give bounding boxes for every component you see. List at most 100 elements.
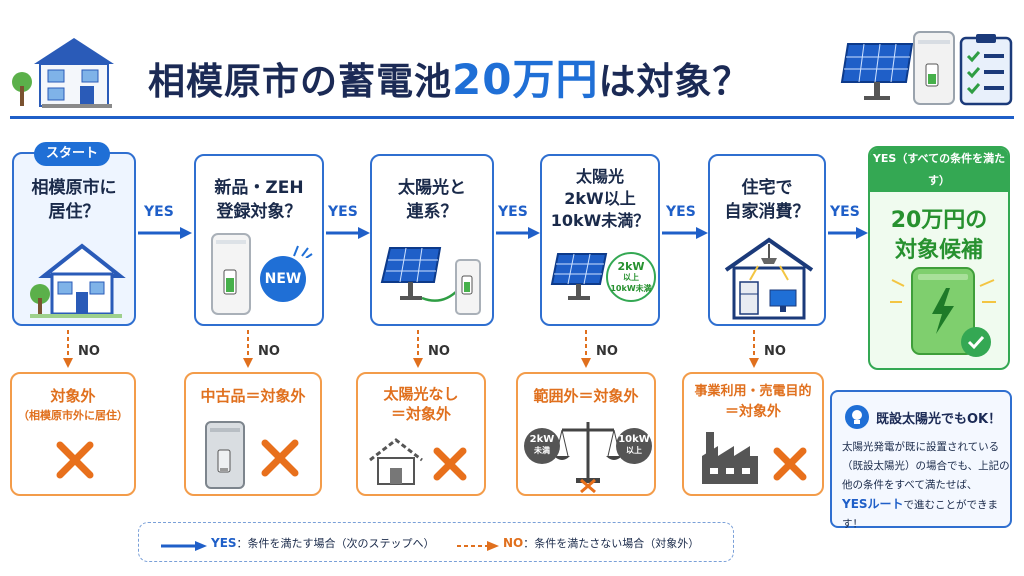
step-title-line2: 登録対象？	[216, 202, 302, 222]
solar-battery-icon	[378, 240, 490, 322]
note-line4-rest: で進むことができます！	[842, 499, 999, 530]
yes-label: YES	[830, 204, 860, 220]
cross-icon	[260, 438, 300, 478]
step-title: 太陽光 2kW以上 10kW未満？	[542, 166, 658, 232]
legend-yes-key: YES	[211, 536, 237, 550]
note-body: 太陽光発電が既に設置されている （既設太陽光）の場合でも、上記の 他の条件をすべ…	[842, 438, 1010, 534]
battery-unit-header-icon	[912, 30, 956, 106]
no-arrow-5: NO	[748, 330, 808, 370]
step-title-line1: 住宅で	[741, 178, 793, 198]
yes-label: YES	[498, 204, 528, 220]
range-max: 10kW未満	[610, 284, 652, 293]
step-card-self-consumption: 住宅で 自家消費？	[708, 154, 826, 326]
scale-left-value: 2kW	[529, 434, 555, 445]
step-title-line2: 自家消費？	[724, 202, 810, 222]
checklist-header-icon	[958, 32, 1014, 106]
final-title-line2: 対象候補	[894, 238, 983, 263]
scale-right-suffix: 以上	[626, 446, 642, 455]
charged-battery-icon	[884, 258, 1002, 362]
scale-left-label: 2kW 未満	[524, 428, 560, 464]
note-line4: YESルートで進むことができます！	[842, 495, 1010, 534]
step-card-residence: 相模原市に 居住？	[12, 152, 136, 326]
no-arrow-2: NO	[242, 330, 302, 370]
solar-panel-icon	[548, 252, 610, 302]
note-line1: 太陽光発電が既に設置されている	[842, 441, 1000, 453]
outcome-card-used-product: 中古品＝対象外	[184, 372, 322, 496]
step-card-new-zeh: 新品・ZEH 登録対象？ NEW	[194, 154, 324, 326]
yes-label: YES	[144, 204, 174, 220]
home-appliance-icon	[720, 236, 818, 322]
step-title-line2: 2kW以上	[564, 189, 636, 208]
existing-solar-note: 既設太陽光でもOK！ 太陽光発電が既に設置されている （既設太陽光）の場合でも、…	[830, 390, 1012, 530]
battery-icon	[210, 232, 252, 316]
start-badge: スタート	[34, 142, 110, 166]
yes-arrow-5: YES	[828, 204, 868, 240]
final-result-card: YES（すべての条件を満たす） 20万円の 対象候補	[868, 146, 1010, 370]
no-label: NO	[764, 344, 786, 359]
range-min: 2kW	[617, 260, 645, 273]
legend-no-text: ：条件を満たさない場合（対象外）	[523, 537, 700, 550]
cross-icon	[772, 446, 808, 482]
step-title-line1: 太陽光と	[398, 178, 466, 198]
title-highlight: 20万円	[452, 55, 599, 104]
outcome-title: 事業利用・売電目的 ＝対象外	[684, 382, 822, 422]
yes-arrow-3: YES	[496, 204, 540, 240]
yes-arrow-2: YES	[326, 204, 370, 240]
step-title-line2: 居住？	[48, 202, 100, 222]
step-title-line1: 新品・ZEH	[214, 178, 304, 198]
page-title: 相模原市の蓄電池20万円は対象？	[148, 46, 750, 107]
sparkle-icon	[290, 242, 314, 259]
no-label: NO	[596, 344, 618, 359]
outcome-title: 中古品＝対象外	[186, 386, 320, 406]
outcome-card-outside-city: 対象外 （相模原市外に居住）	[10, 372, 136, 496]
outcome-title-line1: 中古品＝対象外	[200, 387, 306, 405]
no-arrow-1: NO	[62, 330, 122, 370]
step-card-solar-link: 太陽光と 連系？	[370, 154, 494, 326]
yes-arrow-4: YES	[662, 204, 708, 240]
title-prefix: 相模原市の蓄電池	[148, 60, 452, 103]
no-label: NO	[78, 344, 100, 359]
range-min-suffix: 以上	[623, 273, 639, 282]
outcome-title: 範囲外＝対象外	[518, 386, 654, 406]
no-label: NO	[428, 344, 450, 359]
step-card-solar-capacity: 太陽光 2kW以上 10kW未満？ 2kW 以上 10kW未満	[540, 154, 660, 326]
final-title-line1: 20万円の	[890, 208, 988, 233]
scale-right-label: 10kW 以上	[616, 428, 652, 464]
legend-yes: YES：条件を満たす場合（次のステップへ）	[211, 535, 435, 551]
yes-route-highlight: YESルート	[842, 497, 904, 511]
capacity-range-badge: 2kW 以上 10kW未満	[606, 252, 656, 302]
outcome-title: 太陽光なし ＝対象外	[358, 384, 484, 424]
legend: YES：条件を満たす場合（次のステップへ） NO：条件を満たさない場合（対象外）	[138, 522, 734, 562]
legend-yes-text: ：条件を満たす場合（次のステップへ）	[236, 537, 435, 550]
note-title: 既設太陽光でもOK！	[876, 412, 1002, 427]
step-title: 新品・ZEH 登録対象？	[196, 176, 322, 224]
legend-yes-arrow-icon	[161, 537, 207, 551]
legend-no-arrow-icon	[457, 537, 499, 551]
step-title: 住宅で 自家消費？	[710, 176, 824, 224]
final-badge: YES（すべての条件を満たす）	[870, 148, 1008, 192]
new-badge: NEW	[260, 256, 306, 302]
step-title: 相模原市に 居住？	[14, 176, 134, 224]
yes-label: YES	[666, 204, 696, 220]
outcome-title-line2: （相模原市外に居住）	[18, 409, 128, 422]
outcome-title-line1: 対象外	[50, 387, 96, 405]
outcome-card-business-use: 事業利用・売電目的 ＝対象外	[682, 372, 824, 496]
yes-label: YES	[328, 204, 358, 220]
no-arrow-4: NO	[580, 330, 640, 370]
outcome-card-out-of-range: 範囲外＝対象外 2kW 未満 10kW 以上	[516, 372, 656, 496]
step-title-line3: 10kW未満？	[550, 211, 650, 230]
final-title: 20万円の 対象候補	[870, 206, 1008, 266]
outcome-title-line1: 範囲外＝対象外	[533, 387, 639, 405]
outcome-title-line2: ＝対象外	[390, 405, 451, 423]
outcome-title-line1: 太陽光なし	[383, 385, 459, 403]
step-title-line1: 太陽光	[575, 167, 624, 186]
house-icon	[26, 238, 126, 320]
house-header-icon	[12, 34, 122, 110]
title-suffix: は対象？	[598, 60, 751, 103]
scale-icon	[554, 416, 622, 494]
header-divider	[10, 116, 1014, 119]
step-title-line2: 連系？	[406, 202, 458, 222]
outcome-title-line1: 事業利用・売電目的	[694, 384, 812, 399]
house-no-solar-icon	[368, 436, 424, 488]
lightbulb-icon	[844, 404, 870, 430]
